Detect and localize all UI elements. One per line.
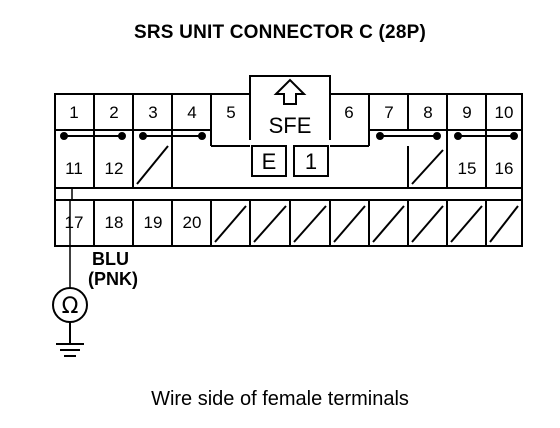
ohm-symbol: Ω xyxy=(62,294,79,319)
up-arrow-icon xyxy=(273,78,307,105)
diagram-caption: Wire side of female terminals xyxy=(151,388,409,410)
pin-3: 3 xyxy=(148,103,157,122)
pin-11: 11 xyxy=(65,159,83,178)
pin-7: 7 xyxy=(384,103,393,122)
shorting-bars xyxy=(60,132,518,140)
pin-6: 6 xyxy=(344,103,353,122)
ground-icon xyxy=(56,322,84,357)
box-1-label: 1 xyxy=(305,149,317,174)
sfe-label: SFE xyxy=(269,113,312,138)
pin-17: 17 xyxy=(65,213,84,232)
pin-9: 9 xyxy=(462,103,471,122)
box-e-label: E xyxy=(262,149,277,174)
pin-2: 2 xyxy=(109,103,118,122)
box-1 xyxy=(293,145,329,177)
wire-alt-color-label: (PNK) xyxy=(88,269,138,289)
box-e xyxy=(251,145,287,177)
pin-19: 19 xyxy=(144,213,163,232)
diagram-title: SRS UNIT CONNECTOR C (28P) xyxy=(134,22,426,43)
pin-12: 12 xyxy=(105,159,124,178)
pin-15: 15 xyxy=(458,159,477,178)
probe-wire xyxy=(69,188,73,288)
pin-5: 5 xyxy=(226,103,235,122)
pin-16: 16 xyxy=(495,159,514,178)
pin-18: 18 xyxy=(105,213,124,232)
pin-4: 4 xyxy=(187,103,196,122)
pin-8: 8 xyxy=(423,103,432,122)
wire-color-label: BLU xyxy=(92,249,129,269)
connector-outline xyxy=(54,75,523,247)
pin-10: 10 xyxy=(495,103,514,122)
pin-1: 1 xyxy=(69,103,78,122)
row1-pins: 1 2 3 4 5 6 7 8 9 10 xyxy=(69,103,513,122)
empty-cavity-marks xyxy=(136,145,519,243)
pin-20: 20 xyxy=(183,213,202,232)
